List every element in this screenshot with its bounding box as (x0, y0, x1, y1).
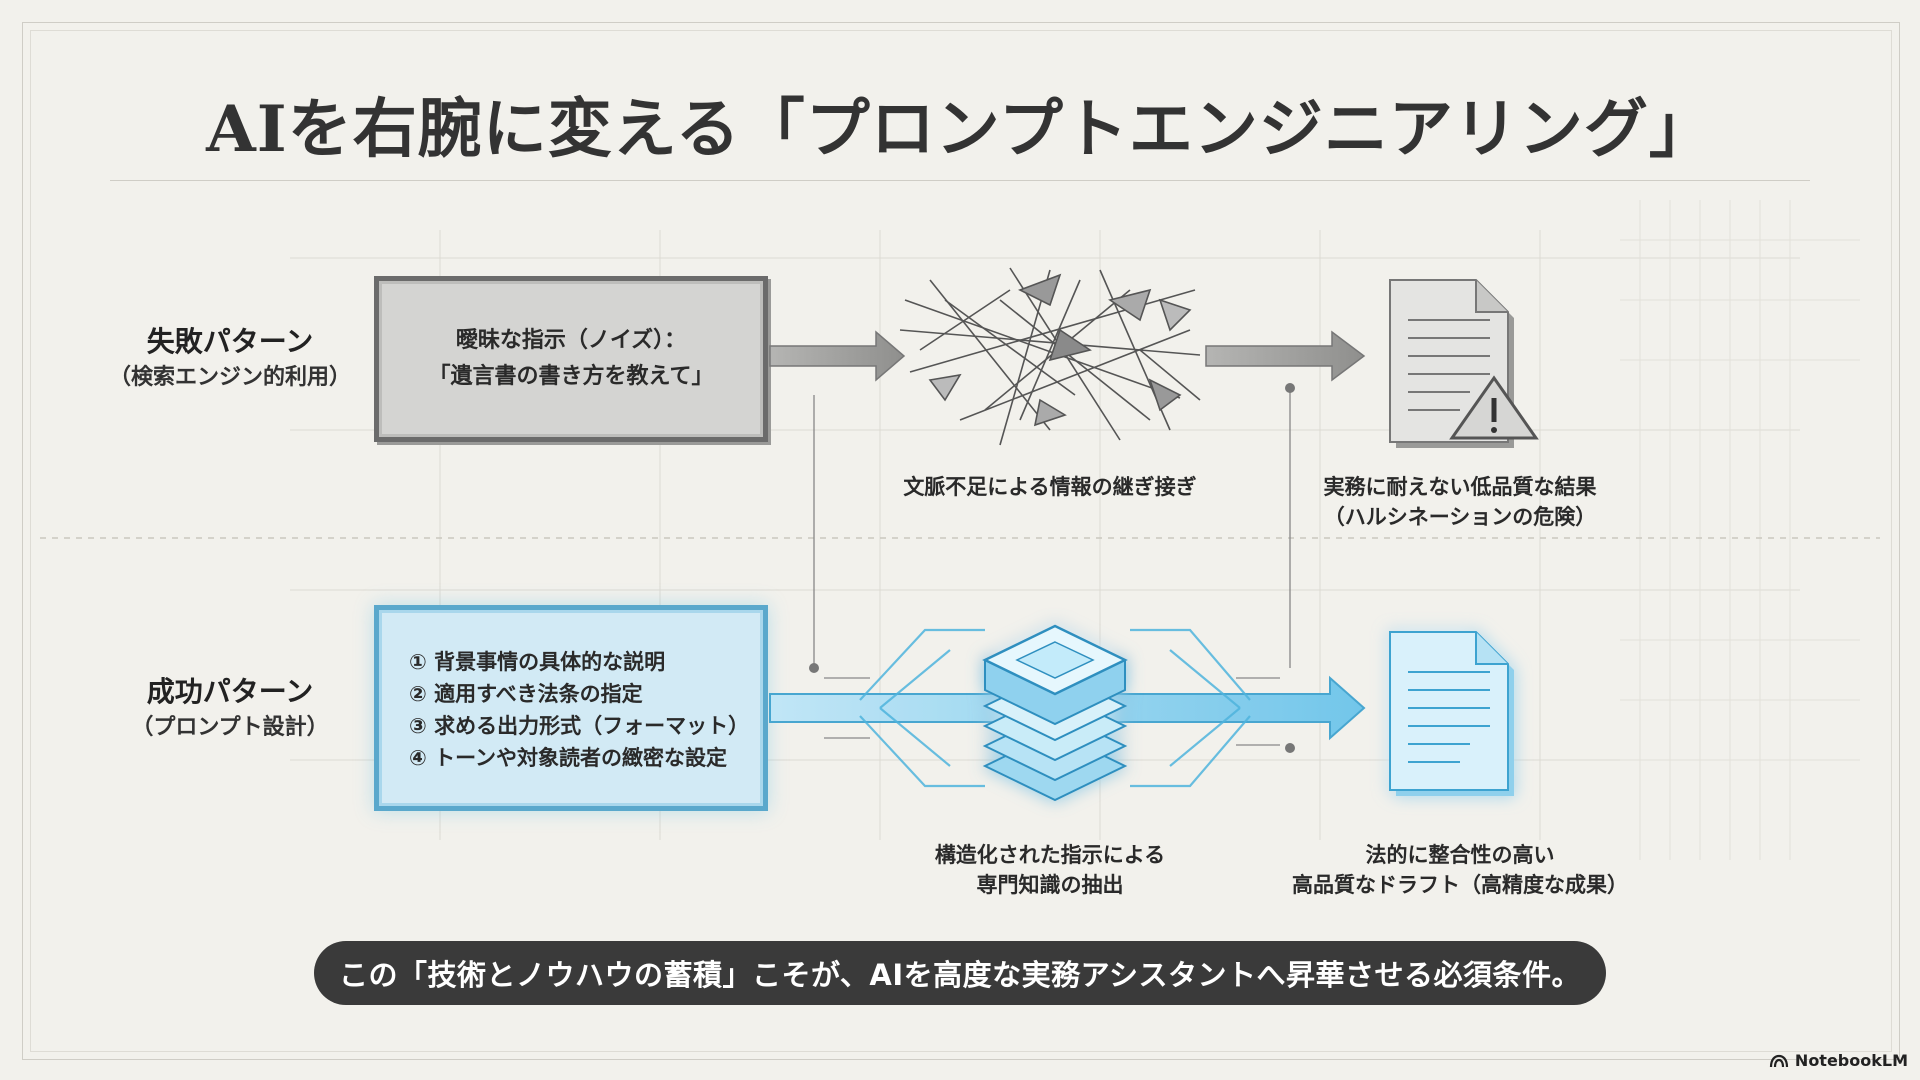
failure-prompt-line: 「遺言書の書き方を教えて」 (428, 364, 714, 389)
success-label-main: 成功パターン (146, 675, 314, 708)
title-rule (110, 180, 1810, 181)
success-right-caption: 法的に整合性の高い 高品質なドラフト（高精度な成果） (1260, 840, 1660, 900)
page-title: AIを右腕に変える「プロンプトエンジニアリング」 (206, 92, 1714, 167)
connector-lines (813, 388, 1291, 746)
success-prompt-box: ① 背景事情の具体的な説明 ② 適用すべき法条の指定 ③ 求める出力形式（フォー… (374, 605, 768, 811)
outer-frame (22, 22, 1900, 1060)
layered-stack-icon (982, 624, 1128, 802)
failure-label: 失敗パターン （検索エンジン的利用） (100, 322, 360, 394)
connector-dot (1285, 743, 1295, 753)
failure-arrow-2 (1205, 330, 1366, 382)
failure-arrow-1 (769, 330, 906, 382)
failure-right-caption: 実務に耐えない低品質な結果 （ハルシネーションの危険） (1280, 472, 1640, 532)
success-prompt-line: ② 適用すべき法条の指定 (409, 682, 643, 706)
caption-line: 高品質なドラフト（高精度な成果） (1292, 873, 1628, 897)
failure-label-main: 失敗パターン (146, 325, 314, 358)
structured-flow-lines (859, 628, 1251, 788)
success-prompt-line: ③ 求める出力形式（フォーマット） (409, 714, 750, 738)
notebooklm-logo-icon (1769, 1054, 1789, 1067)
caption-line: 専門知識の抽出 (976, 873, 1124, 897)
inner-frame (30, 30, 1892, 1052)
success-label-sub: （プロンプト設計） (131, 715, 329, 740)
success-label: 成功パターン （プロンプト設計） (100, 672, 360, 744)
caption-line: 法的に整合性の高い (1365, 843, 1555, 867)
success-prompt-line: ④ トーンや対象読者の緻密な設定 (409, 746, 728, 770)
success-middle-caption: 構造化された指示による 専門知識の抽出 (880, 840, 1220, 900)
failure-label-sub: （検索エンジン的利用） (108, 365, 351, 390)
failure-prompt-line: 曖昧な指示（ノイズ）： (455, 328, 687, 353)
footer-text: この「技術とノウハウの蓄積」こそが、AIを高度な実務アシスタントへ昇華させる必須… (339, 958, 1581, 992)
notebooklm-watermark: NotebookLM (1769, 1051, 1908, 1070)
caption-line: 実務に耐えない低品質な結果 (1323, 475, 1597, 499)
caption-line: 構造化された指示による (934, 843, 1166, 867)
connector-dot (809, 663, 819, 673)
success-prompt-line: ① 背景事情の具体的な説明 (409, 650, 666, 674)
shattered-lines-icon (899, 267, 1201, 446)
warning-icon (1449, 375, 1539, 440)
watermark-text: NotebookLM (1794, 1051, 1908, 1070)
failure-middle-caption: 文脈不足による情報の継ぎ接ぎ (903, 475, 1197, 499)
footer-banner: この「技術とノウハウの蓄積」こそが、AIを高度な実務アシスタントへ昇華させる必須… (314, 941, 1606, 1005)
failure-prompt-box: 曖昧な指示（ノイズ）： 「遺言書の書き方を教えて」 (374, 276, 768, 442)
caption-line: （ハルシネーションの危険） (1323, 505, 1597, 529)
connector-dot (1285, 383, 1295, 393)
document-icon (1389, 631, 1514, 796)
